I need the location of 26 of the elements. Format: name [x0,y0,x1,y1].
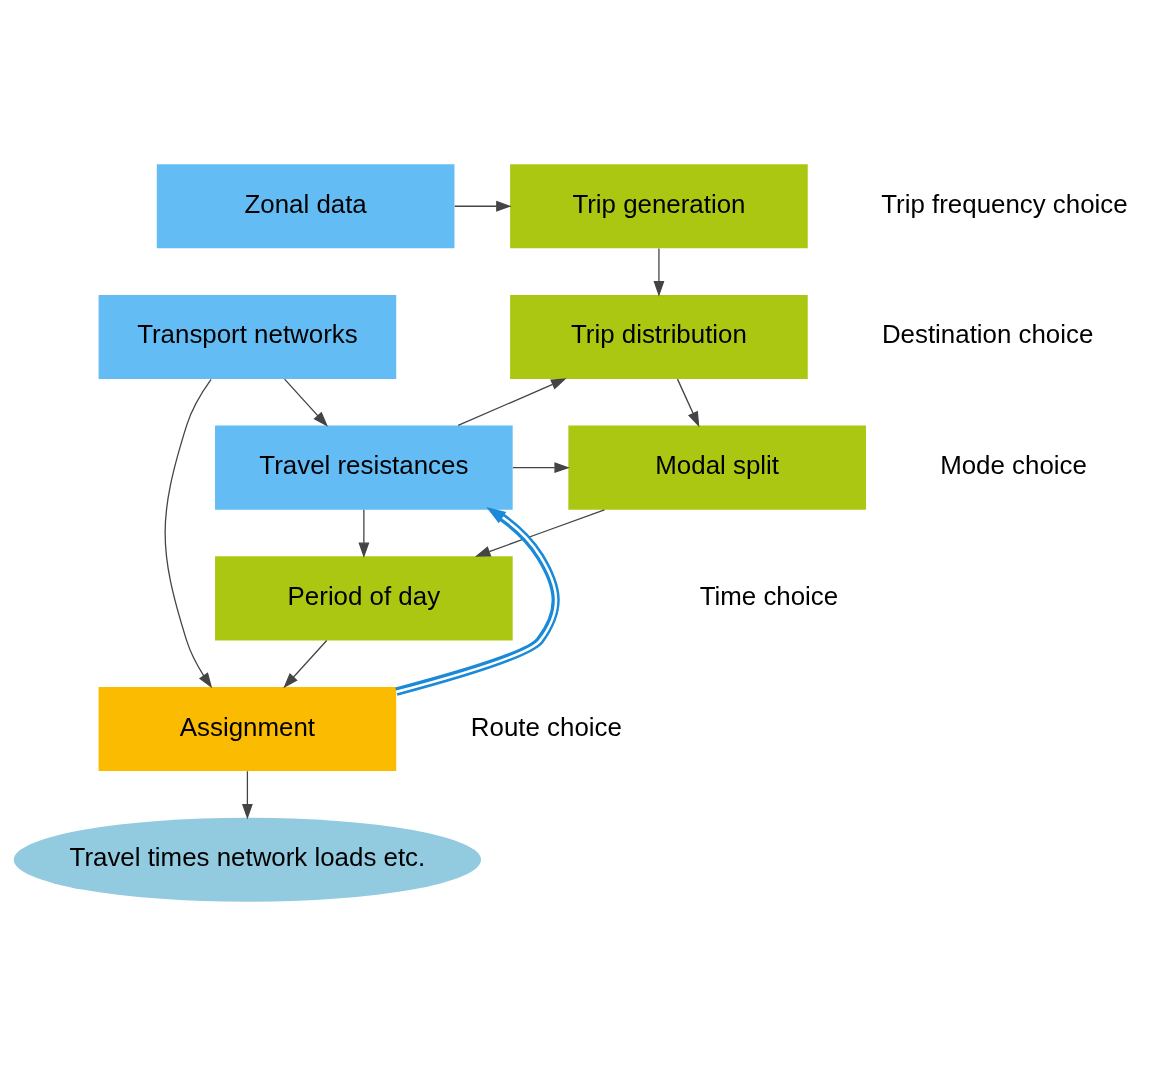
node-box: Modal split [568,425,866,510]
label: Time choice [699,581,839,610]
arrow [395,506,560,696]
arrow [283,378,328,427]
node-box: Transport networks [98,294,397,379]
arrow [676,378,700,427]
label: Trip frequency choice [881,189,1128,218]
node-box: Trip generation [510,163,808,248]
label: Mode choice [940,450,1087,479]
node-box: Trip distribution [510,294,808,379]
arrow [241,770,253,819]
arrow [474,508,606,557]
node-box: Travel resistances [215,425,513,510]
arrow [512,461,570,473]
arrow [454,200,512,212]
label: Destination choice [881,319,1094,348]
arrow [164,378,213,688]
node-box: Zonal data [156,163,455,248]
arrow [653,247,665,297]
arrow [358,508,370,558]
node-box: Period of day [215,555,513,640]
arrow [457,377,567,426]
node-ellipse: Travel times network loads etc. [13,817,481,902]
label: Route choice [470,712,622,741]
node-box: Assignment [98,686,397,771]
arrow [283,639,328,688]
